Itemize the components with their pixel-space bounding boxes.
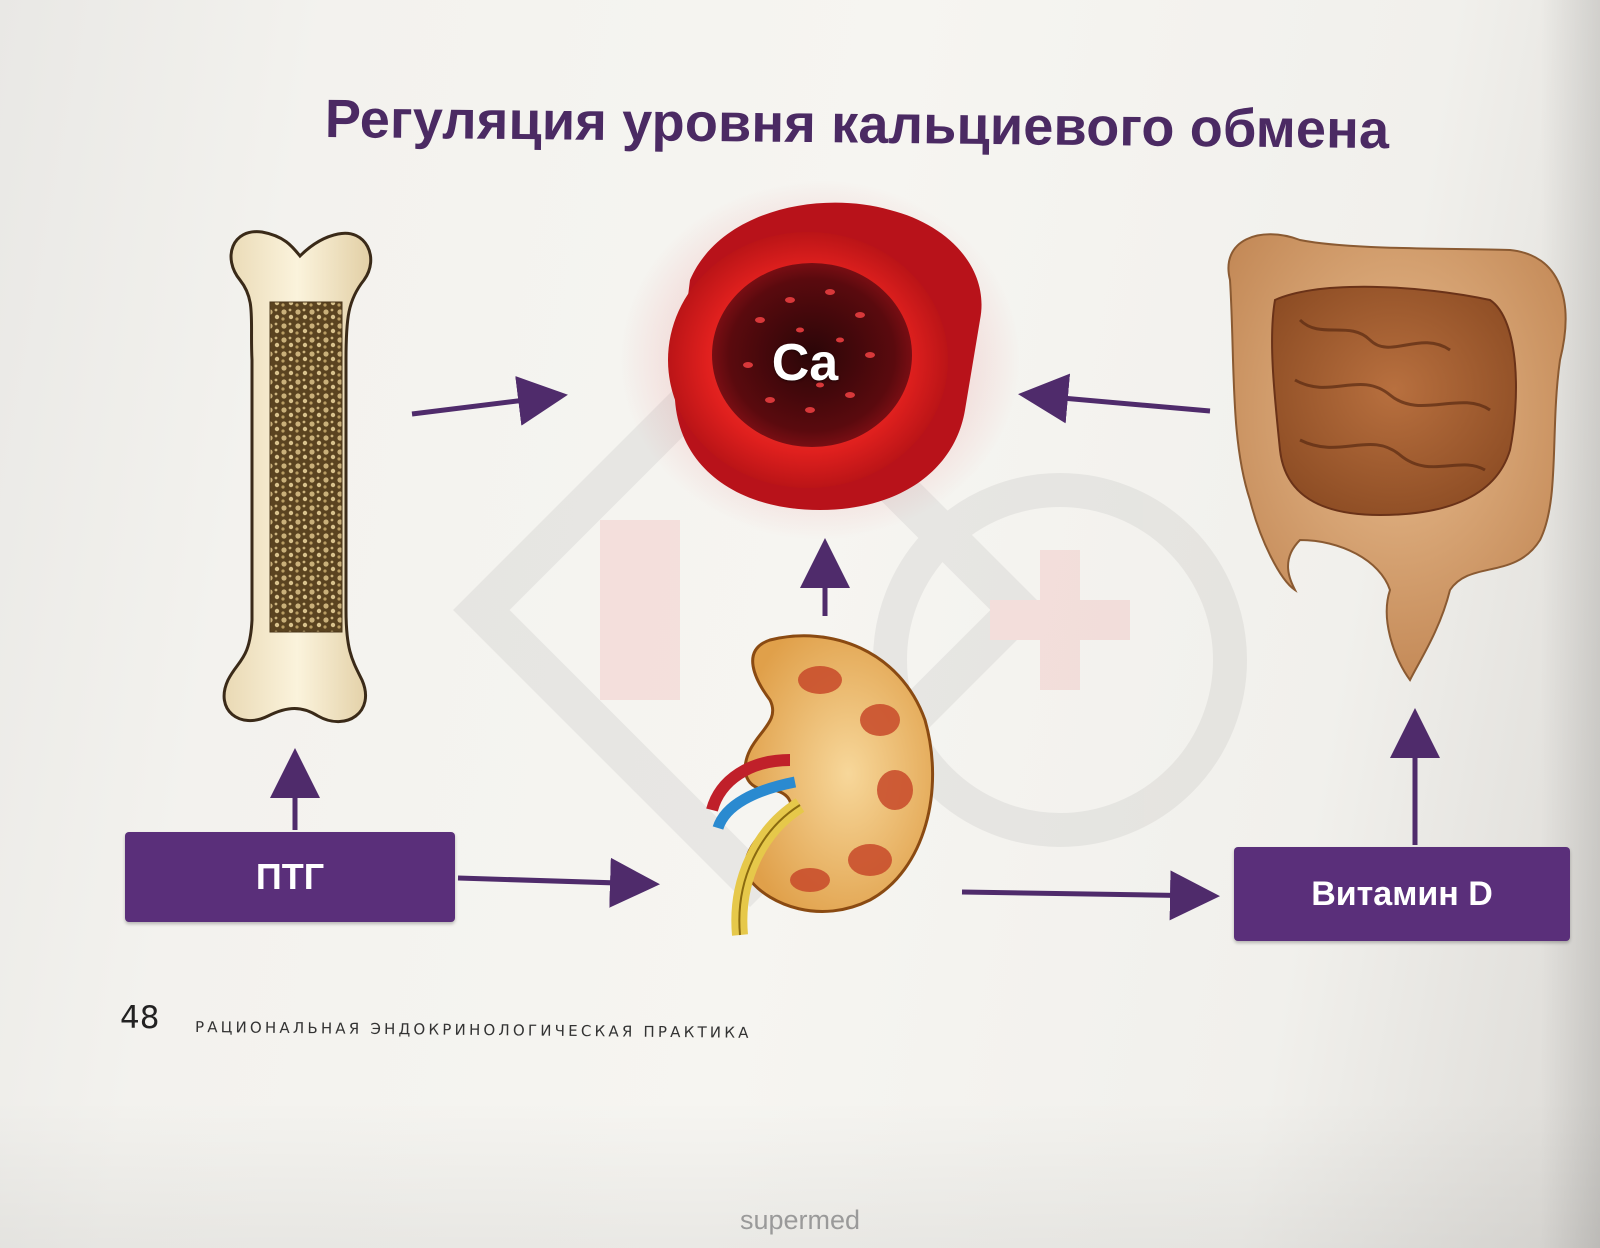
arrow-ptg-to-kidney [457,857,660,908]
page-shadow [0,1100,1600,1248]
page-number: 48 [120,1000,160,1036]
page-edge-shadow [1540,0,1600,1248]
arrows [270,373,1440,921]
calcium-label: Ca [771,334,839,392]
arrow-bone-to-ca [411,376,568,426]
intestine-icon [1227,233,1567,682]
vitamin-d-box: Витамин D [1234,847,1570,941]
ptg-box: ПТГ [125,832,455,922]
bone-icon [222,230,373,724]
arrow-kidney-to-vitd [961,870,1220,921]
watermark-text: supermed [739,1205,861,1235]
arrow-intestine-to-ca [1018,373,1211,424]
kidney-icon [706,634,935,936]
blood-vessel-icon [620,180,1020,540]
